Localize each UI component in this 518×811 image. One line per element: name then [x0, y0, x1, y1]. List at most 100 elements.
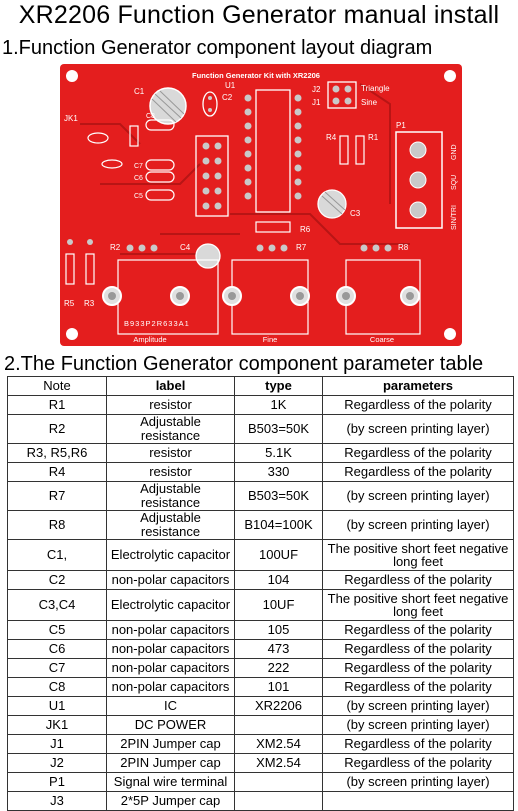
cell-note: JK1 — [7, 715, 107, 735]
cell-params: Regardless of the polarity — [322, 620, 514, 640]
cell-label: non-polar capacitors — [106, 658, 235, 678]
cell-params: Regardless of the polarity — [322, 734, 514, 754]
cell-note: R7 — [7, 481, 107, 511]
label-c1: C1 — [134, 87, 145, 96]
label-r2: R2 — [110, 243, 121, 252]
section-heading-layout: 1.Function Generator component layout di… — [2, 37, 433, 59]
label-c5: C5 — [134, 193, 143, 200]
label-r3: R3 — [84, 299, 95, 308]
cell-params: Regardless of the polarity — [322, 753, 514, 773]
board-code: B933P2R633A1 — [124, 319, 190, 328]
cell-note: C7 — [7, 658, 107, 678]
cell-type — [234, 772, 323, 792]
label-c3: C3 — [350, 209, 361, 218]
cell-note: C2 — [7, 570, 107, 590]
cell-note: R4 — [7, 462, 107, 482]
cell-label: 2PIN Jumper cap — [106, 734, 235, 754]
cell-note: C1, — [7, 539, 107, 571]
cell-type: 101 — [234, 677, 323, 697]
cell-params: (by screen printing layer) — [322, 696, 514, 716]
cell-label: non-polar capacitors — [106, 570, 235, 590]
cell-label: non-polar capacitors — [106, 677, 235, 697]
label-r7: R7 — [296, 243, 307, 252]
header-parameters: parameters — [322, 376, 514, 396]
label-coarse: Coarse — [370, 335, 394, 344]
cell-label: 2PIN Jumper cap — [106, 753, 235, 773]
cell-type: 104 — [234, 570, 323, 590]
cell-note: R3, R5,R6 — [7, 443, 107, 463]
pcb-board — [60, 64, 462, 346]
cell-label: Electrolytic capacitor — [106, 539, 235, 571]
cell-label: 2*5P Jumper cap — [106, 791, 235, 811]
cell-note: R8 — [7, 510, 107, 540]
cell-type: 105 — [234, 620, 323, 640]
cell-note: C5 — [7, 620, 107, 640]
cell-type: 100UF — [234, 539, 323, 571]
label-r1: R1 — [368, 133, 379, 142]
page-title: XR2206 Function Generator manual install — [18, 1, 500, 29]
label-j2: J2 — [312, 85, 321, 94]
cell-params: Regardless of the polarity — [322, 443, 514, 463]
cell-params: The positive short feet negative long fe… — [322, 539, 514, 571]
cell-label: non-polar capacitors — [106, 620, 235, 640]
label-c7: C7 — [134, 163, 143, 170]
label-u1: U1 — [225, 81, 236, 90]
cell-note: R1 — [7, 395, 107, 415]
label-r4: R4 — [326, 133, 337, 142]
cell-label: Electrolytic capacitor — [106, 589, 235, 621]
cell-type: XR2206 — [234, 696, 323, 716]
label-c6: C6 — [134, 175, 143, 182]
header-note: Note — [7, 376, 107, 396]
cell-type: B104=100K — [234, 510, 323, 540]
header-type: type — [234, 376, 323, 396]
cell-params: (by screen printing layer) — [322, 772, 514, 792]
cell-note: C3,C4 — [7, 589, 107, 621]
cell-params: (by screen printing layer) — [322, 510, 514, 540]
cell-type: 330 — [234, 462, 323, 482]
cell-params: (by screen printing layer) — [322, 481, 514, 511]
label-r5: R5 — [64, 299, 75, 308]
label-p1: P1 — [396, 121, 406, 130]
cell-type: 473 — [234, 639, 323, 659]
cell-note: P1 — [7, 772, 107, 792]
label-jk1: JK1 — [64, 114, 78, 123]
cell-type: XM2.54 — [234, 753, 323, 773]
cell-label: IC — [106, 696, 235, 716]
cell-params — [322, 791, 514, 811]
cell-type: 1K — [234, 395, 323, 415]
cell-note: C6 — [7, 639, 107, 659]
cell-params: Regardless of the polarity — [322, 395, 514, 415]
cell-note: C8 — [7, 677, 107, 697]
label-j1: J1 — [312, 98, 321, 107]
label-r6: R6 — [300, 225, 311, 234]
cell-params: Regardless of the polarity — [322, 658, 514, 678]
label-squ: SQU — [451, 175, 458, 190]
cell-params: Regardless of the polarity — [322, 570, 514, 590]
label-amplitude: Amplitude — [133, 335, 166, 344]
cell-note: J2 — [7, 753, 107, 773]
cell-label: Adjustable resistance — [106, 414, 235, 444]
section-heading-table: 2.The Function Generator component param… — [4, 353, 484, 375]
cell-params: Regardless of the polarity — [322, 677, 514, 697]
header-label: label — [106, 376, 235, 396]
cell-note: U1 — [7, 696, 107, 716]
kit-title: Function Generator Kit with XR2206 — [192, 71, 320, 80]
cell-params: Regardless of the polarity — [322, 639, 514, 659]
cell-type — [234, 791, 323, 811]
cell-type — [234, 715, 323, 735]
cell-label: DC POWER — [106, 715, 235, 735]
cell-label: Adjustable resistance — [106, 481, 235, 511]
